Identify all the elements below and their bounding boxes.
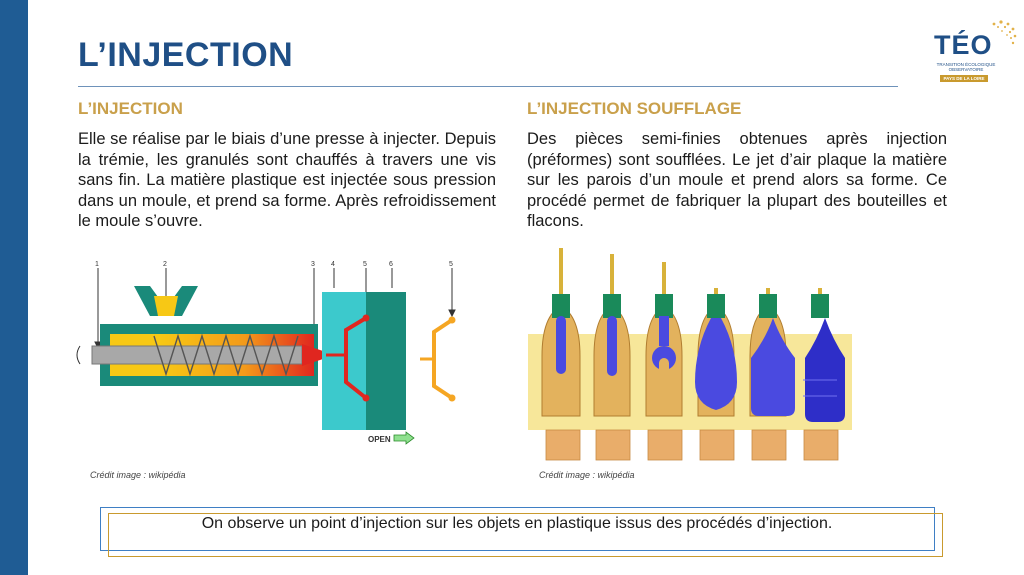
injection-point-note: On observe un point d’injection sur les … [201,515,833,532]
screw-thread [153,333,299,377]
ejected-part [432,318,454,400]
callout-5: 5 [363,261,367,268]
logo-subtitle: TRANSITION ÉCOLOGIQUE OBSERVATOIRE [936,62,996,72]
logo-wordmark: TÉO [934,30,993,60]
stage-4 [695,288,737,417]
blow-molding-heading: L’INJECTION SOUFFLAGE [527,99,742,118]
note-frame-gold [108,513,943,557]
blow-molding-diagram [528,248,852,461]
mold-block [528,334,852,430]
blow-molding-paragraph: Des pièces semi-finies obtenues après in… [527,130,947,230]
injection-press-diagram: 1 2 3 4 5 6 5 OPEN [76,261,456,445]
injection-heading: L’INJECTION [78,99,183,118]
stage-6 [803,288,845,422]
hopper [134,286,198,316]
injection-paragraph: Elle se réalise par le biais d’une press… [78,130,496,230]
stage-3 [645,262,683,417]
sunburst-icon [992,20,1017,45]
mold-bases [545,429,839,461]
callout-6: 6 [389,261,393,268]
injection-image-credit: Crédit image : wikipédia [90,470,186,480]
blow-stages [541,248,845,422]
callout-2: 2 [163,261,167,268]
callout-5b: 5 [449,261,453,268]
open-arrow-icon [393,431,415,445]
teo-logo: TÉO TRANSITION ÉCOLOGIQUE OBSERVATOIRE P… [926,18,1017,88]
nozzle [302,344,326,366]
note-frame-blue [100,507,935,551]
title-divider [78,86,898,87]
blow-molding-image-credit: Crédit image : wikipédia [539,470,635,480]
open-label: OPEN [368,435,391,444]
logo-region-badge: PAYS DE LA LOIRE [940,75,988,82]
stage-5 [749,288,795,417]
callout-3: 3 [311,261,315,268]
stage-2 [593,254,631,417]
mold-moving-plate [366,292,406,430]
side-accent-bar [0,0,28,575]
callout-1: 1 [95,261,99,268]
slide-title: L’INJECTION [78,36,294,74]
stage-1 [541,248,581,417]
callout-4: 4 [331,261,335,268]
